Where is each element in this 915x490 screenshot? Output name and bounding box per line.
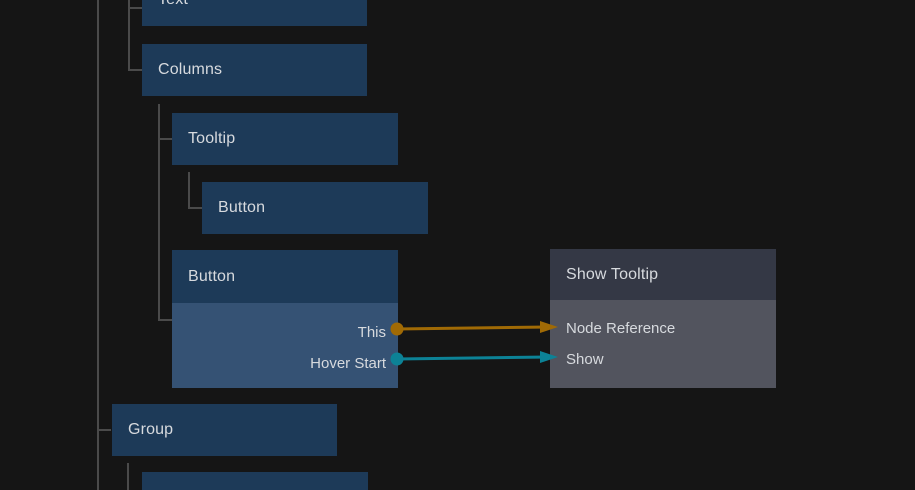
- port-button-this[interactable]: This: [172, 317, 398, 348]
- tree-line-root: [97, 0, 99, 490]
- tree-line-branch-columns-children: [158, 104, 160, 321]
- node-partial-bottom-title: [142, 472, 368, 490]
- node-button-title: Button: [172, 250, 398, 303]
- node-text[interactable]: Text: [142, 0, 367, 26]
- tree-line-branch-columns: [128, 0, 130, 71]
- node-show-tooltip[interactable]: Show Tooltip Node Reference Show: [550, 249, 776, 388]
- port-show-tooltip-show-label: Show: [566, 351, 604, 368]
- wire-hover-start-to-show[interactable]: [390, 351, 559, 366]
- node-tooltip-title: Tooltip: [172, 113, 398, 165]
- node-columns[interactable]: Columns: [142, 44, 367, 96]
- node-group[interactable]: Group: [112, 404, 337, 456]
- node-tooltip-button[interactable]: Button: [202, 182, 428, 234]
- node-show-tooltip-title: Show Tooltip: [550, 249, 776, 300]
- port-show-tooltip-show[interactable]: Show: [550, 344, 776, 375]
- port-button-hover-start[interactable]: Hover Start: [172, 348, 398, 379]
- node-text-title: Text: [142, 0, 367, 26]
- node-group-title: Group: [112, 404, 337, 456]
- port-show-tooltip-node-reference-label: Node Reference: [566, 320, 676, 337]
- tree-line-elbow-button: [158, 319, 172, 321]
- tree-line-tick-text: [128, 7, 142, 9]
- node-button-body: This Hover Start: [172, 303, 398, 388]
- node-show-tooltip-body: Node Reference Show: [550, 300, 776, 388]
- node-tooltip-button-title: Button: [202, 182, 428, 234]
- node-columns-title: Columns: [142, 44, 367, 96]
- node-button[interactable]: Button This Hover Start: [172, 250, 398, 388]
- tree-line-branch-tooltip-children: [188, 172, 190, 209]
- tree-line-tick-tooltip: [158, 138, 172, 140]
- node-partial-bottom[interactable]: [142, 472, 368, 490]
- tree-line-tick-group: [97, 429, 111, 431]
- port-button-this-label: This: [357, 324, 386, 341]
- port-show-tooltip-node-reference[interactable]: Node Reference: [550, 313, 776, 344]
- wire-this-to-node-reference[interactable]: [390, 321, 559, 336]
- tree-line-elbow-columns: [128, 69, 142, 71]
- port-button-hover-start-label: Hover Start: [310, 355, 386, 372]
- tree-line-branch-group-children: [127, 463, 129, 490]
- tree-line-elbow-tooltip-button: [188, 207, 202, 209]
- node-tooltip[interactable]: Tooltip: [172, 113, 398, 165]
